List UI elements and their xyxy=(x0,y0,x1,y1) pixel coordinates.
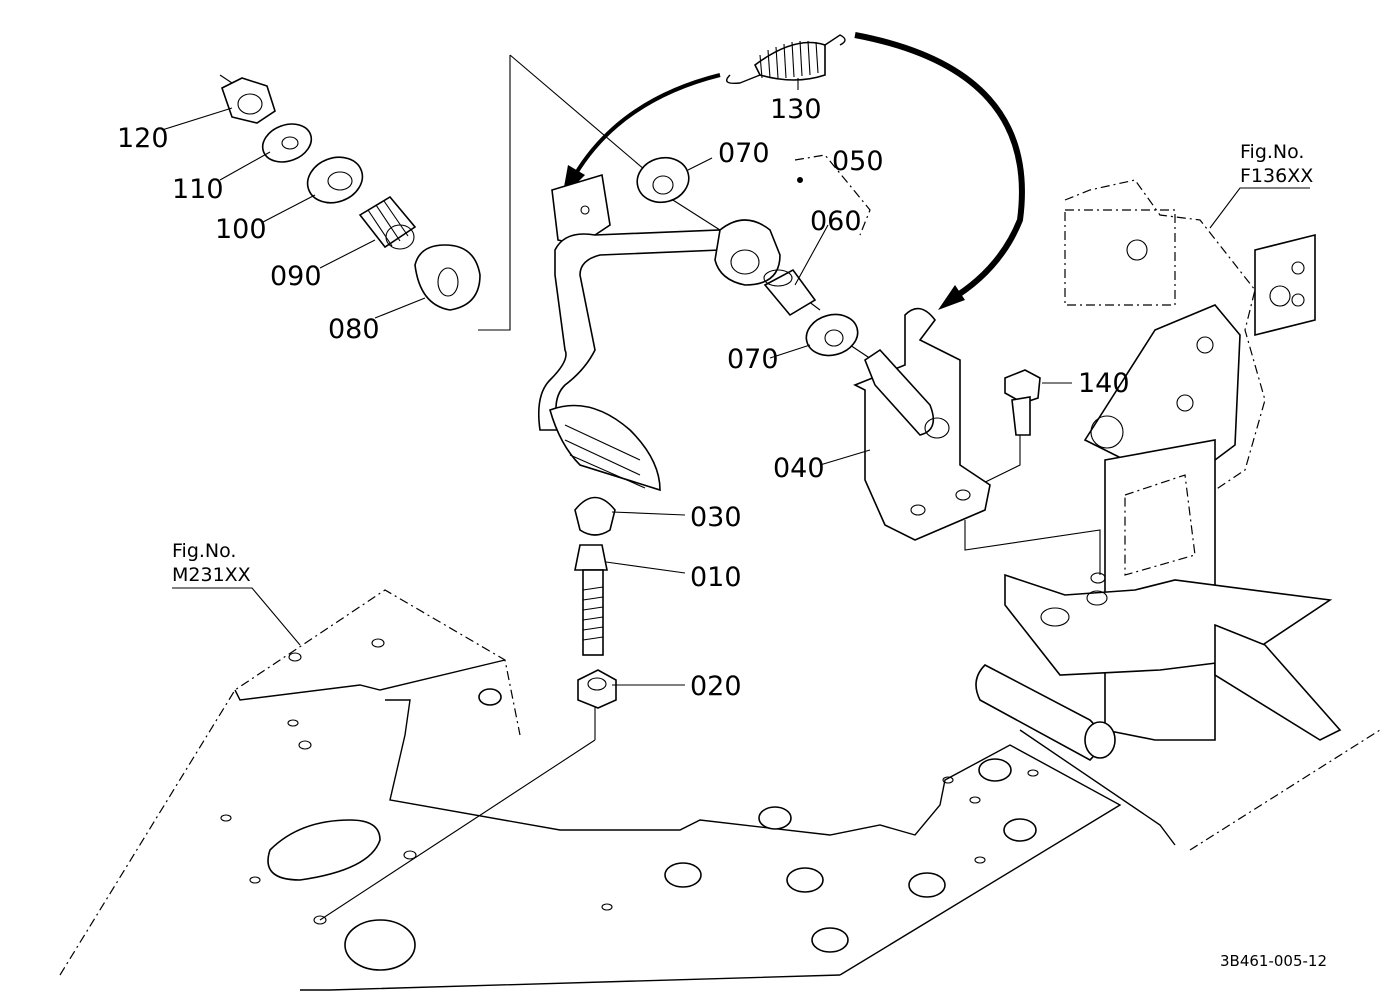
label-030: 030 xyxy=(690,502,742,533)
label-090: 090 xyxy=(270,261,322,292)
part-labels: 120 110 100 090 080 130 070 050 060 070 … xyxy=(117,94,1327,970)
washer-110 xyxy=(261,123,313,163)
drawing-code: 3B461-005-12 xyxy=(1220,952,1327,970)
label-130: 130 xyxy=(770,94,822,125)
plate-080 xyxy=(414,244,481,311)
bolt-140 xyxy=(1004,369,1041,436)
label-070-lower: 070 xyxy=(727,344,779,375)
label-140: 140 xyxy=(1078,368,1130,399)
callout-leaders xyxy=(161,78,1310,686)
cap-030 xyxy=(574,496,616,536)
washer-070-upper xyxy=(636,156,690,204)
nut-020 xyxy=(577,669,617,709)
bracket-050 xyxy=(794,154,871,236)
ref-m231-title: Fig.No. xyxy=(172,540,236,562)
label-050: 050 xyxy=(832,146,884,177)
frame-assembly xyxy=(975,179,1380,851)
bracket-040 xyxy=(853,307,991,541)
label-120: 120 xyxy=(117,123,169,154)
spring-130 xyxy=(562,32,1025,310)
label-080: 080 xyxy=(328,314,380,345)
label-010: 010 xyxy=(690,562,742,593)
label-100: 100 xyxy=(215,214,267,245)
label-040: 040 xyxy=(773,453,825,484)
washer-070-lower xyxy=(805,313,859,357)
label-070-upper: 070 xyxy=(718,138,770,169)
label-110: 110 xyxy=(172,174,224,205)
label-060: 060 xyxy=(810,206,862,237)
ref-f136-code: F136XX xyxy=(1240,165,1313,187)
nut-120 xyxy=(221,77,276,124)
bushing-060 xyxy=(763,268,817,317)
spring-090 xyxy=(358,195,417,250)
pedal-arm xyxy=(537,173,781,492)
ref-m231-code: M231XX xyxy=(172,564,251,586)
washer-100 xyxy=(306,156,364,204)
bolt-010 xyxy=(574,544,608,656)
floor-plate xyxy=(59,589,1122,991)
ref-f136-title: Fig.No. xyxy=(1240,141,1304,163)
label-020: 020 xyxy=(690,671,742,702)
